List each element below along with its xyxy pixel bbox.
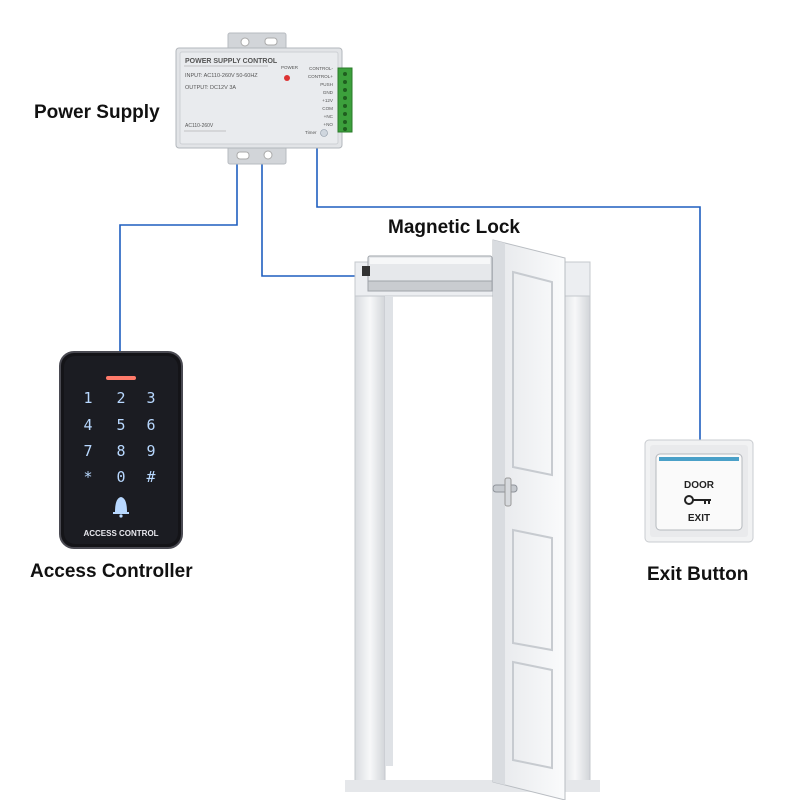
key-6[interactable]: 6 bbox=[146, 416, 155, 434]
power-supply-unit: POWER POWER SUPPLY CONTROL INPUT: AC110-… bbox=[175, 32, 353, 165]
key-5[interactable]: 5 bbox=[116, 416, 125, 434]
key-8[interactable]: 8 bbox=[116, 442, 125, 460]
magnetic-lock bbox=[362, 255, 493, 292]
key-7[interactable]: 7 bbox=[83, 442, 92, 460]
terminal-label: COM bbox=[322, 106, 333, 111]
door-leaf bbox=[492, 239, 566, 800]
terminal-label: +NC bbox=[324, 114, 334, 119]
access-controller-keypad: 1 2 3 4 5 6 7 8 9 * 0 # ACCESS CONTROL bbox=[59, 351, 183, 549]
access-controller-label: Access Controller bbox=[30, 561, 193, 582]
status-led-icon bbox=[106, 376, 136, 380]
timer-label: Timer bbox=[305, 130, 317, 135]
terminal-label: CONTROL- bbox=[309, 66, 333, 71]
ps-title: POWER SUPPLY CONTROL bbox=[185, 58, 278, 65]
power-supply-label: Power Supply bbox=[34, 102, 160, 123]
bell-icon[interactable] bbox=[113, 497, 129, 518]
key-4[interactable]: 4 bbox=[83, 416, 92, 434]
wire-power-to-exit bbox=[316, 140, 701, 440]
timer-knob-icon bbox=[320, 129, 328, 137]
ps-output: OUTPUT: DC12V 3A bbox=[185, 85, 236, 91]
exit-button-door-text: DOOR bbox=[684, 480, 715, 491]
power-led-icon bbox=[284, 75, 290, 81]
terminal-label: +12V bbox=[322, 98, 334, 103]
terminal-label: CONTROL+ bbox=[308, 74, 333, 79]
wire-power-to-controller bbox=[119, 160, 238, 352]
exit-button-exit-text: EXIT bbox=[688, 513, 710, 524]
key-hash[interactable]: # bbox=[146, 468, 155, 486]
key-star[interactable]: * bbox=[83, 468, 92, 486]
wire-power-to-lock bbox=[261, 160, 365, 277]
key-2[interactable]: 2 bbox=[116, 389, 125, 407]
key-3[interactable]: 3 bbox=[146, 389, 155, 407]
magnetic-lock-label: Magnetic Lock bbox=[388, 217, 520, 238]
exit-button-plate: DOOR EXIT bbox=[644, 439, 754, 543]
key-9[interactable]: 9 bbox=[146, 442, 155, 460]
ps-input: INPUT: AC110-260V 50-60HZ bbox=[185, 73, 258, 79]
key-0[interactable]: 0 bbox=[116, 468, 125, 486]
terminal-label: GND bbox=[323, 90, 334, 95]
power-led-label: POWER bbox=[281, 65, 299, 70]
key-1[interactable]: 1 bbox=[83, 389, 92, 407]
terminal-label: +NO bbox=[323, 122, 333, 127]
keypad-brand: ACCESS CONTROL bbox=[83, 529, 158, 538]
wires bbox=[119, 140, 701, 440]
exit-push-button[interactable]: DOOR EXIT bbox=[655, 453, 743, 531]
exit-button-label: Exit Button bbox=[647, 564, 749, 585]
key-icon bbox=[684, 495, 711, 505]
terminal-label: PUSH bbox=[320, 82, 333, 87]
ps-ac-label: AC110-260V bbox=[185, 123, 214, 129]
